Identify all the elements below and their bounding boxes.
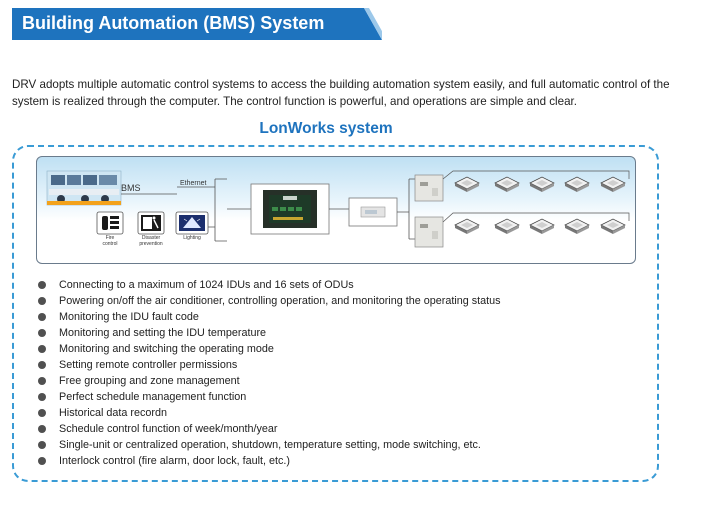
fire-control-label-line1: Fire <box>105 235 115 241</box>
bullet-icon <box>38 441 46 449</box>
bullet-icon <box>38 409 46 417</box>
list-item: Monitoring the IDU fault code <box>38 309 501 325</box>
list-item: Monitoring and setting the IDU temperatu… <box>38 325 501 341</box>
list-item: Powering on/off the air conditioner, con… <box>38 293 501 309</box>
outdoor-unit-icon <box>414 174 444 248</box>
section-title: LonWorks system <box>259 120 393 137</box>
bullet-icon <box>38 393 46 401</box>
bms-label: BMS <box>121 183 141 193</box>
bullet-icon <box>38 297 46 305</box>
diagram-drawing <box>46 170 630 248</box>
list-item-text: Free grouping and zone management <box>59 375 240 387</box>
disaster-prevention-label-line1: Disaster <box>141 235 161 241</box>
list-item: Connecting to a maximum of 1024 IDUs and… <box>38 277 501 293</box>
list-item: Free grouping and zone management <box>38 373 501 389</box>
list-item-text: Single-unit or centralized operation, sh… <box>59 439 481 451</box>
list-item-text: Monitoring and setting the IDU temperatu… <box>59 327 267 339</box>
list-item: Monitoring and switching the operating m… <box>38 341 501 357</box>
emergency-exit-icon <box>137 211 165 235</box>
title-banner-shape <box>12 8 382 40</box>
page-title-banner: Building Automation (BMS) System <box>12 8 382 40</box>
list-item-text: Connecting to a maximum of 1024 IDUs and… <box>59 279 354 291</box>
list-item: Schedule control function of week/month/… <box>38 421 501 437</box>
feature-list: Connecting to a maximum of 1024 IDUs and… <box>38 277 501 469</box>
fire-control-label-line2: control <box>102 241 118 247</box>
list-item-text: Monitoring and switching the operating m… <box>59 343 274 355</box>
list-item-text: Historical data recordn <box>59 407 168 419</box>
list-item: Single-unit or centralized operation, sh… <box>38 437 501 453</box>
bullet-icon <box>38 377 46 385</box>
bullet-icon <box>38 313 46 321</box>
feature-panel <box>12 145 659 482</box>
ethernet-label: Ethernet <box>180 180 207 187</box>
list-item: Historical data recordn <box>38 405 501 421</box>
list-item-text: Schedule control function of week/month/… <box>59 423 278 435</box>
cassette-indoor-unit-icon <box>454 176 626 234</box>
list-item-text: Setting remote controller permissions <box>59 359 238 371</box>
list-item-text: Powering on/off the air conditioner, con… <box>59 295 501 307</box>
bullet-icon <box>38 425 46 433</box>
lighting-label: Lighting <box>183 235 201 241</box>
list-item: Setting remote controller permissions <box>38 357 501 373</box>
disaster-prevention-label-line2: prevention <box>139 241 163 247</box>
fire-extinguisher-icon <box>96 211 124 235</box>
disaster-prevention-label: Disaster prevention <box>135 235 167 247</box>
page-title: Building Automation (BMS) System <box>22 13 325 33</box>
control-room-photo <box>46 170 122 206</box>
bullet-icon <box>38 345 46 353</box>
list-item: Perfect schedule management function <box>38 389 501 405</box>
list-item-text: Perfect schedule management function <box>59 391 247 403</box>
list-item: Interlock control (fire alarm, door lock… <box>38 453 501 469</box>
lonworks-gateway-icon <box>250 183 330 235</box>
intro-paragraph: DRV adopts multiple automatic control sy… <box>12 78 670 108</box>
system-diagram: BMS Ethernet Fire control Disaster preve… <box>36 156 636 264</box>
fire-control-label: Fire control <box>97 235 123 247</box>
bullet-icon <box>38 329 46 337</box>
list-item-text: Monitoring the IDU fault code <box>59 311 199 323</box>
lamp-icon <box>175 211 209 235</box>
central-controller-icon <box>348 197 398 227</box>
bullet-icon <box>38 457 46 465</box>
list-item-text: Interlock control (fire alarm, door lock… <box>59 455 291 467</box>
bullet-icon <box>38 281 46 289</box>
bullet-icon <box>38 361 46 369</box>
